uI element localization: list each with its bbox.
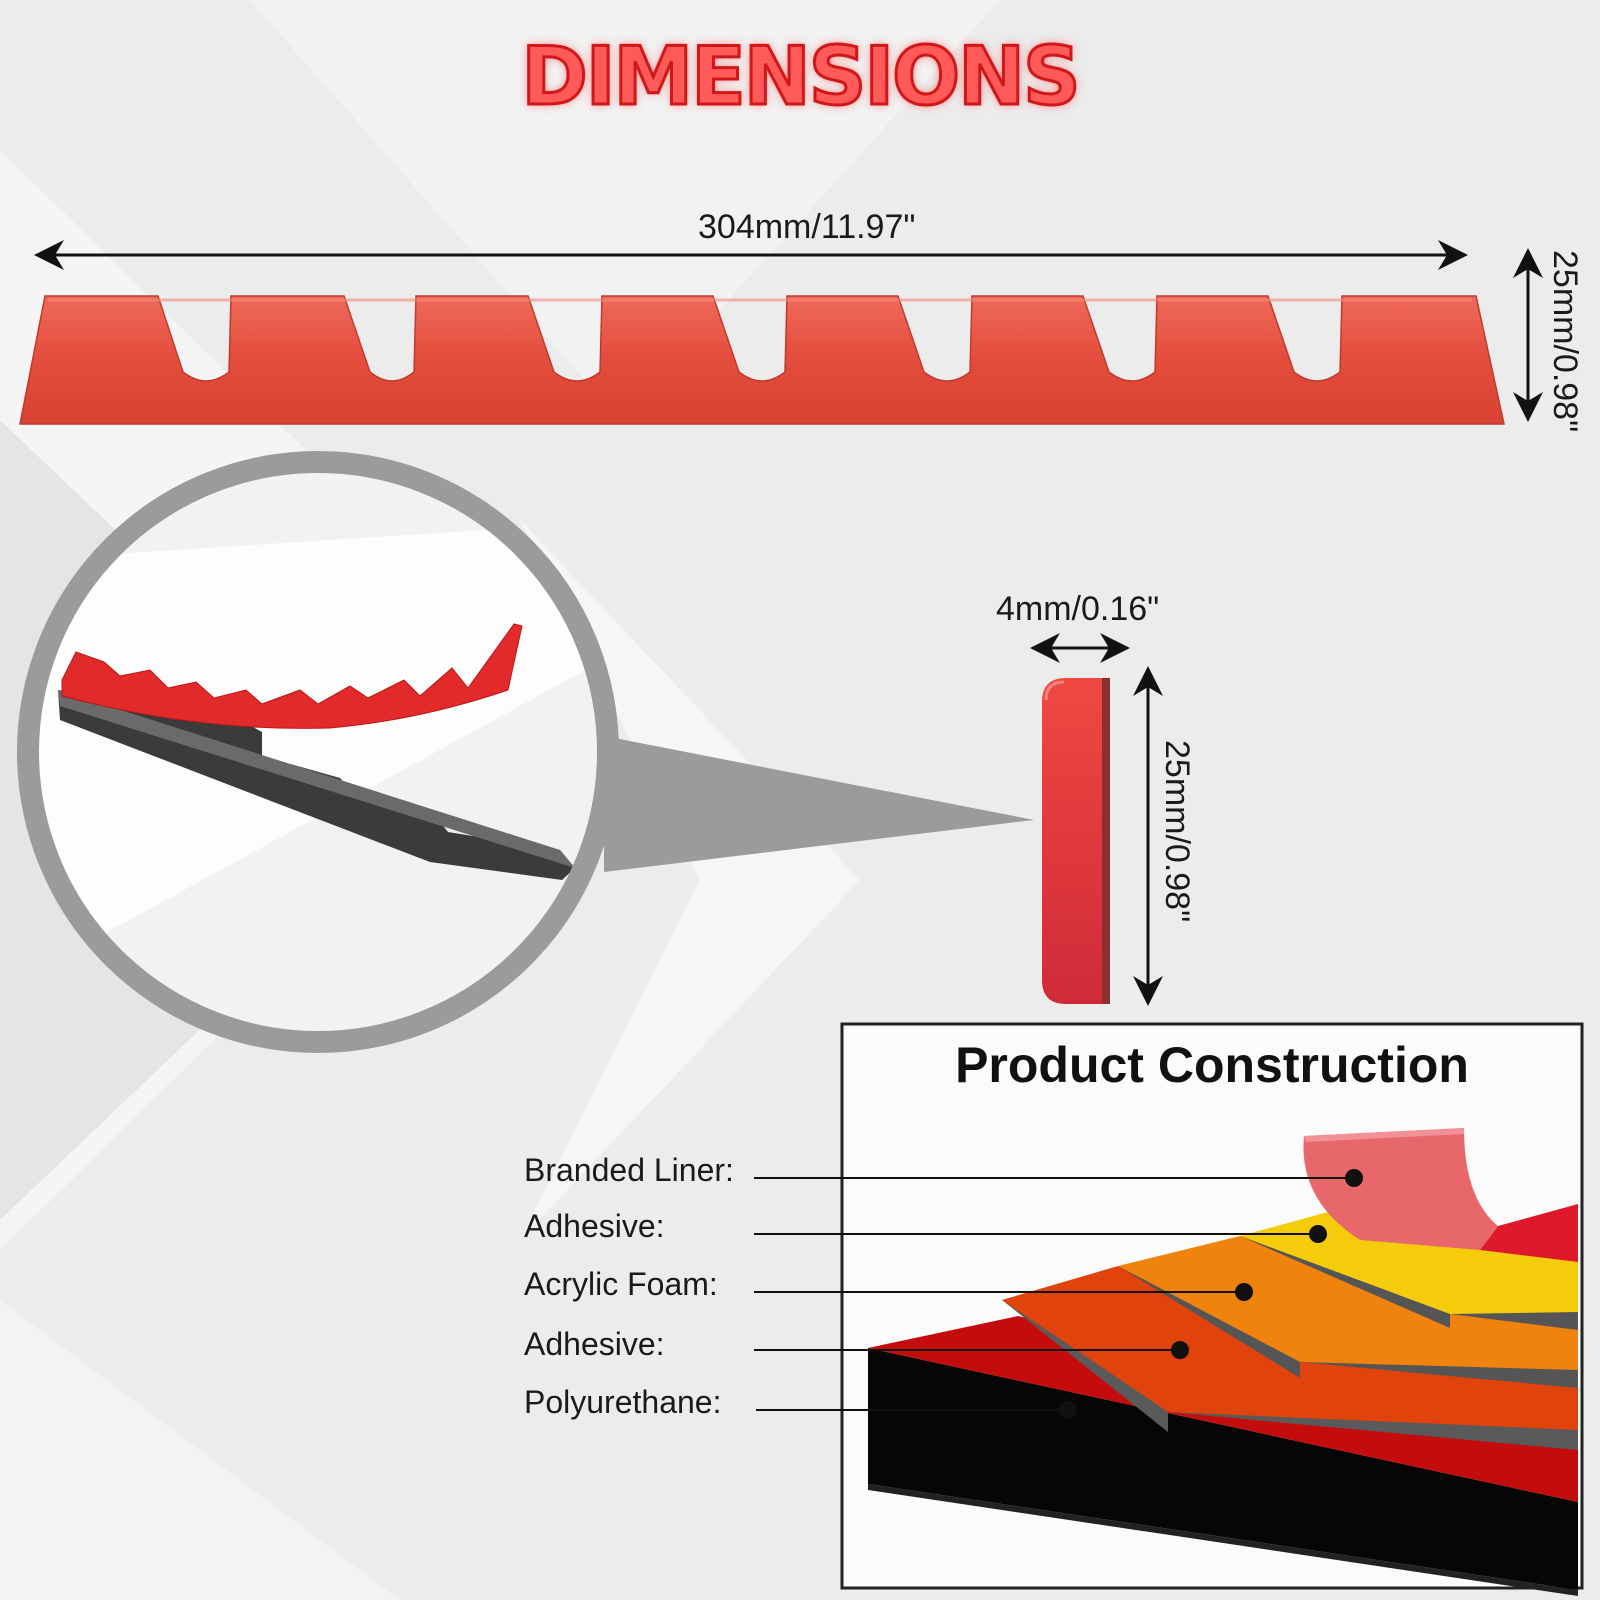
strip-top-view: [19, 295, 1505, 425]
magnifier-pointer: [604, 736, 1034, 872]
construction-title: Product Construction: [955, 1037, 1469, 1093]
magnifier: [17, 451, 1034, 1053]
side-height-label: 25mm/0.98": [1158, 740, 1196, 923]
layer-label-polyurethane: Polyurethane:: [524, 1384, 722, 1420]
layer-label-adhesive-1: Adhesive:: [524, 1208, 665, 1244]
leader-lines: [754, 1169, 1363, 1419]
liner-strip-image: [61, 623, 523, 729]
layer-label-acrylic-foam: Acrylic Foam:: [524, 1266, 718, 1302]
layer-illustration: [868, 1128, 1578, 1596]
strip-side-profile: [1042, 678, 1110, 1004]
leader-dot-acrylic-foam: [1235, 1283, 1253, 1301]
magnifier-ring: [17, 451, 619, 1053]
leader-dot-branded-liner: [1345, 1169, 1363, 1187]
leader-dot-adhesive-1: [1309, 1225, 1327, 1243]
thickness-label: 4mm/0.16": [996, 590, 1160, 628]
height-label: 25mm/0.98": [1546, 250, 1584, 433]
layer-label-branded-liner: Branded Liner:: [524, 1152, 734, 1188]
length-label: 304mm/11.97": [698, 208, 916, 246]
page-title: DIMENSIONS: [520, 29, 1082, 125]
leader-dot-polyurethane: [1059, 1401, 1077, 1419]
leader-dot-adhesive-2: [1171, 1341, 1189, 1359]
layer-label-adhesive-2: Adhesive:: [524, 1326, 665, 1362]
